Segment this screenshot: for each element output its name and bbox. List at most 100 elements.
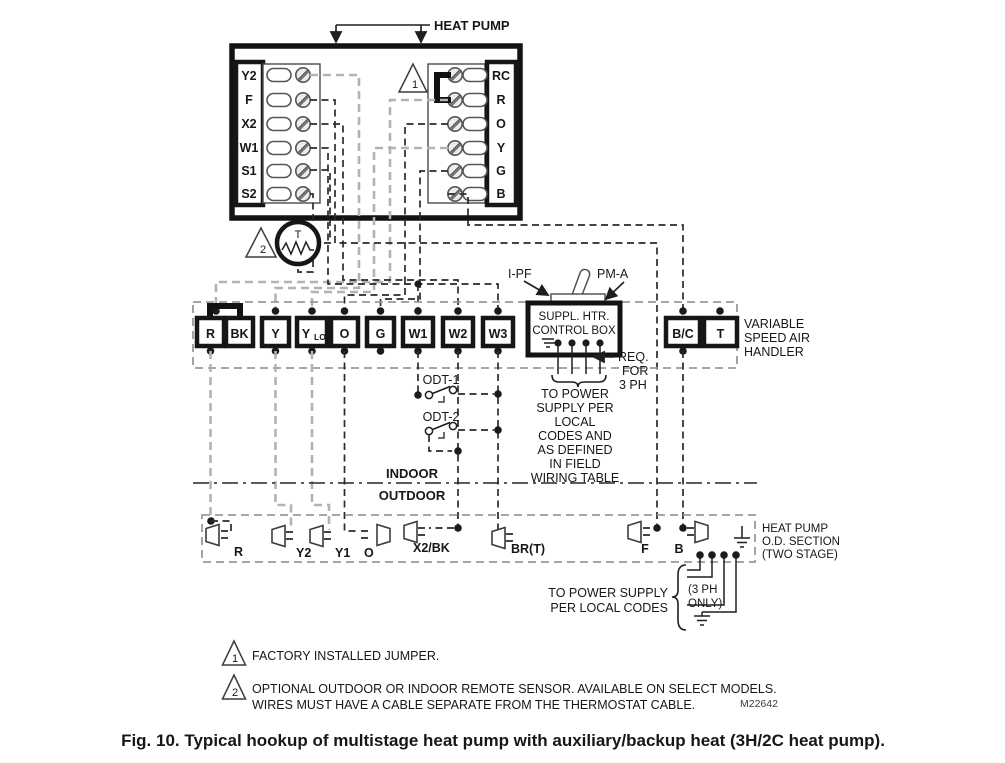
terminal-label: F [245, 93, 253, 107]
svg-text:(TWO STAGE): (TWO STAGE) [762, 549, 838, 561]
terminal-slot [266, 163, 292, 179]
terminal-slot [266, 67, 292, 83]
svg-text:SPEED AIR: SPEED AIR [744, 331, 810, 345]
terminal-label: S1 [241, 164, 256, 178]
note-flag-1: 1 [397, 62, 429, 93]
terminal-label: X2 [241, 117, 256, 131]
terminal-label: S2 [241, 187, 256, 201]
terminal-label: Y1 [335, 546, 350, 560]
wire-r-to-r [214, 98, 448, 309]
spade-lug-icon [403, 520, 418, 544]
flag-number: 1 [232, 653, 238, 665]
hp-power-supply: TO POWER SUPPLY PER LOCAL CODES (3 PH ON… [548, 555, 737, 631]
indoor-label: INDOOR [386, 466, 439, 481]
sensor-wire-s2 [297, 193, 314, 273]
brace-under-icon [551, 374, 607, 388]
triangle-flag-icon [221, 639, 247, 666]
spade-lug-icon [271, 524, 286, 548]
air-handler-terminals: R BK Y Y LO O G W1 W2 W3 B/C T [194, 315, 740, 349]
terminal-slot [266, 140, 292, 156]
terminal-label: G [496, 164, 506, 178]
terminal-label: B [674, 542, 683, 556]
req-label: FOR [622, 364, 648, 378]
spade-lug-icon [309, 524, 324, 548]
figure-caption: Fig. 10. Typical hookup of multistage he… [121, 731, 885, 750]
hp-terminal-brt: BR(T) [491, 526, 545, 556]
spade-lug-icon [627, 520, 642, 544]
terminal-slot [462, 92, 488, 108]
terminal-label: T [717, 327, 725, 341]
brace-icon [671, 564, 687, 631]
terminal-label: Y2 [296, 546, 311, 560]
svg-text:SUPPLY PER: SUPPLY PER [536, 401, 613, 415]
svg-text:CODES AND: CODES AND [538, 429, 612, 443]
thermostat-box: Y2 F X2 W1 S1 S2 RC R O Y G B [229, 43, 523, 221]
heat-pump-callout: HEAT PUMP [329, 18, 510, 44]
thermostat-left-label-box [233, 59, 266, 208]
phase-note: (3 PH [688, 584, 717, 596]
heat-pump-callout-label: HEAT PUMP [434, 18, 510, 33]
footnote-1: 1 FACTORY INSTALLED JUMPER. [221, 639, 439, 666]
wire-o-to-o [343, 123, 448, 309]
hp-terminal-f: F [627, 520, 661, 556]
control-box-label: CONTROL BOX [532, 325, 616, 337]
terminal-label: BK [230, 327, 248, 341]
heat-pump-section: R Y2 Y1 O X2/BK [201, 514, 840, 563]
svg-text:HANDLER: HANDLER [744, 345, 804, 359]
screw-icon [446, 163, 464, 179]
screw-icon [294, 186, 312, 202]
control-box-label: SUPPL. HTR. [539, 311, 610, 323]
power-supply-note: TO POWER SUPPLY PER LOCAL CODES AND AS D… [531, 387, 619, 485]
terminal-slot [462, 163, 488, 179]
hp-power-note: PER LOCAL CODES [550, 601, 668, 615]
wire-w1-to-w1-w3 [310, 147, 499, 309]
terminal-label: W1 [240, 141, 259, 155]
spade-lug-icon [376, 523, 391, 547]
terminal-label: R [206, 327, 215, 341]
field-wires: ODT-1 ODT-2 [209, 351, 684, 532]
spade-lug-icon [694, 520, 709, 544]
suppl-htr-control-box: SUPPL. HTR. CONTROL BOX [525, 268, 623, 358]
terminal-label: O [496, 117, 506, 131]
svg-text:WIRING TABLE: WIRING TABLE [531, 471, 619, 485]
breaker-lever-icon [571, 268, 591, 296]
svg-text:AS DEFINED: AS DEFINED [537, 443, 612, 457]
screw-icon [294, 163, 312, 179]
svg-text:VARIABLE: VARIABLE [744, 317, 804, 331]
terminal-label: F [641, 542, 649, 556]
wire-o-down [343, 351, 360, 532]
resistor-zigzag-icon [281, 240, 314, 256]
screw-icon [294, 116, 312, 132]
terminal-label: R [234, 545, 243, 559]
flag-number: 1 [412, 79, 418, 91]
junction-dot [414, 280, 422, 288]
svg-text:HEAT PUMP: HEAT PUMP [762, 523, 828, 535]
terminal-label: Y [497, 141, 506, 155]
i-pf-arrow [523, 280, 550, 296]
odt-2-label: ODT-2 [423, 410, 460, 424]
pm-a-label: PM-A [597, 267, 629, 281]
remote-sensor: T 2 [244, 169, 331, 273]
terminal-slot [462, 140, 488, 156]
pm-a-arrow [604, 281, 625, 301]
screw-icon [446, 140, 464, 156]
air-handler-section: R BK Y Y LO O G W1 W2 W3 B/C T [192, 267, 810, 369]
document-number: M22642 [740, 698, 778, 710]
terminal-label: G [376, 327, 386, 341]
terminal-slot [266, 116, 292, 132]
heat-pump-boundary [201, 514, 756, 563]
phase-note: ONLY) [688, 598, 722, 610]
terminal-slot [266, 92, 292, 108]
wire-y2-to-y [274, 73, 361, 309]
terminal-label: BR(T) [511, 542, 545, 556]
ground-icon [694, 615, 710, 626]
terminal-slot [266, 186, 292, 202]
svg-text:LOCAL: LOCAL [555, 415, 596, 429]
screw-icon [294, 140, 312, 156]
i-pf-label: I-PF [508, 267, 532, 281]
sensor-label: T [295, 229, 302, 241]
triangle-flag-icon [221, 673, 247, 700]
thermostat-wires [214, 73, 684, 526]
screw-icon [294, 67, 312, 83]
